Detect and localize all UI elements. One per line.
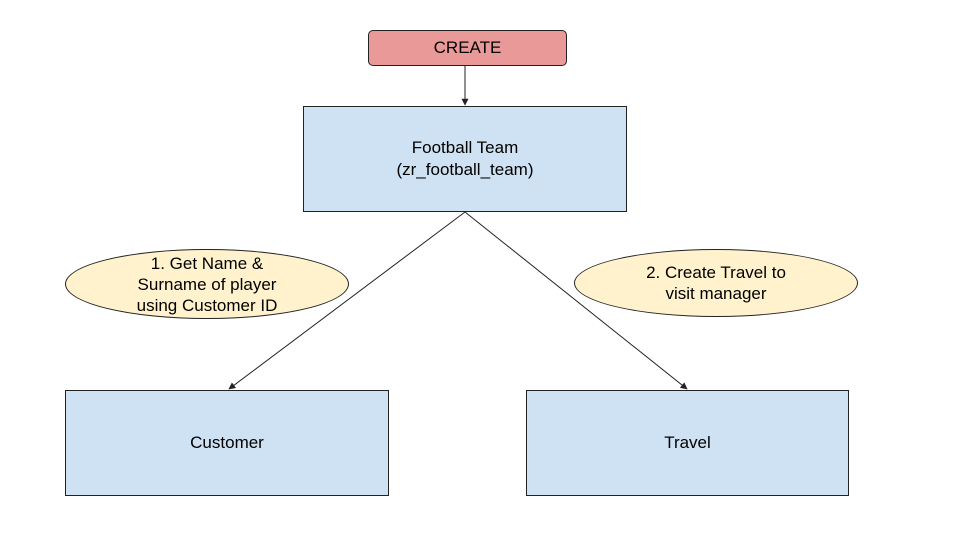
step-1-note-line-1: 1. Get Name & — [150, 253, 264, 273]
step-2-note[interactable]: 2. Create Travel to visit manager — [574, 249, 858, 317]
arrow-team-to-customer — [228, 211, 466, 390]
football-team-title: Football Team — [411, 138, 519, 157]
football-team-table-name: (zr_football_team) — [396, 160, 534, 179]
travel-node[interactable]: Travel — [526, 390, 849, 496]
step-2-note-line-2: visit manager — [665, 284, 767, 303]
step-1-note-line-3: using Customer ID — [136, 295, 278, 315]
create-node[interactable]: CREATE — [368, 30, 567, 66]
arrow-team-to-travel — [464, 211, 688, 390]
step-1-note-line-2: Surname of player — [137, 274, 277, 294]
step-2-note-line-1: 2. Create Travel to — [646, 263, 786, 282]
customer-node-label: Customer — [190, 433, 264, 452]
customer-node[interactable]: Customer — [65, 390, 389, 496]
create-node-label: CREATE — [433, 38, 502, 57]
football-team-node[interactable]: Football Team (zr_football_team) — [303, 106, 627, 212]
travel-node-label: Travel — [664, 433, 711, 452]
step-1-note[interactable]: 1. Get Name & Surname of player using Cu… — [65, 249, 349, 319]
